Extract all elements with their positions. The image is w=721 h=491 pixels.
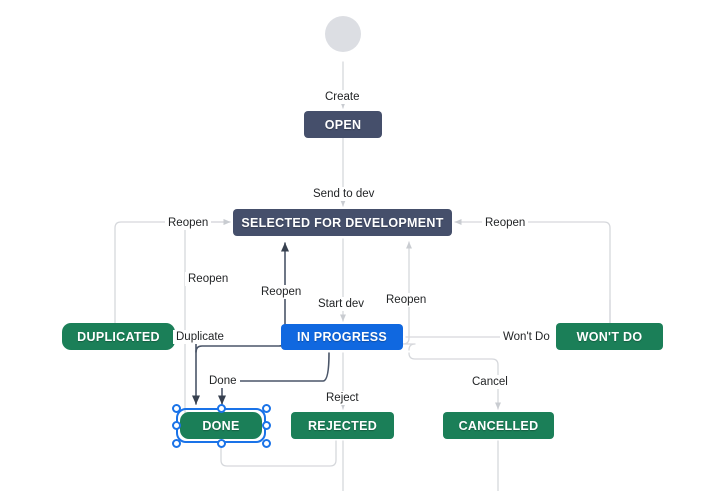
node-done[interactable]: DONE — [180, 412, 262, 439]
resize-handle-top-center[interactable] — [216, 403, 226, 413]
resize-handle-top-right[interactable] — [261, 403, 271, 413]
node-selected-for-development[interactable]: SELECTED FOR DEVELOPMENT — [233, 209, 452, 236]
edge-label-done: Done — [206, 374, 240, 388]
edge-label-reopen-mid: Reopen — [185, 272, 232, 286]
edge-label-start-dev: Start dev — [315, 297, 368, 311]
edge-label-reopen-in-progress: Reopen — [383, 293, 430, 307]
node-cancelled[interactable]: CANCELLED — [443, 412, 554, 439]
edge-label-duplicate: Duplicate — [173, 330, 227, 344]
node-rejected[interactable]: REJECTED — [291, 412, 394, 439]
node-in-progress[interactable]: IN PROGRESS — [281, 324, 403, 350]
resize-handle-top-left[interactable] — [171, 403, 181, 413]
edge-reopen-progress-to-selected — [402, 241, 416, 351]
edge-label-reopen-left: Reopen — [165, 216, 212, 230]
edge-reopen-right-to-selected — [454, 219, 611, 333]
node-duplicated[interactable]: DUPLICATED — [62, 323, 175, 350]
edge-label-wont-do: Won't Do — [500, 330, 553, 344]
edge-done-bottom-loop — [220, 440, 337, 467]
resize-handle-bottom-right[interactable] — [261, 438, 271, 448]
edge-label-send-to-dev: Send to dev — [310, 187, 378, 201]
edge-inprogress-to-cancelled — [408, 352, 501, 410]
edge-inprogress-to-done — [218, 352, 330, 405]
edge-label-cancel: Cancel — [469, 375, 511, 389]
edge-label-reopen-right: Reopen — [482, 216, 529, 230]
node-open[interactable]: OPEN — [304, 111, 382, 138]
edge-reopen-mid-to-selected — [184, 219, 231, 421]
resize-handle-bottom-center[interactable] — [216, 438, 226, 448]
edge-reopen-left-to-selected — [114, 219, 231, 333]
edge-label-reject: Reject — [323, 391, 362, 405]
start-node[interactable] — [325, 16, 361, 52]
resize-handle-middle-left[interactable] — [171, 421, 181, 430]
resize-handle-middle-right[interactable] — [261, 421, 271, 430]
resize-handle-bottom-left[interactable] — [171, 438, 181, 448]
edge-label-create: Create — [322, 90, 363, 104]
node-wont-do[interactable]: WON'T DO — [556, 323, 663, 350]
edge-label-reopen-done: Reopen — [258, 285, 305, 299]
